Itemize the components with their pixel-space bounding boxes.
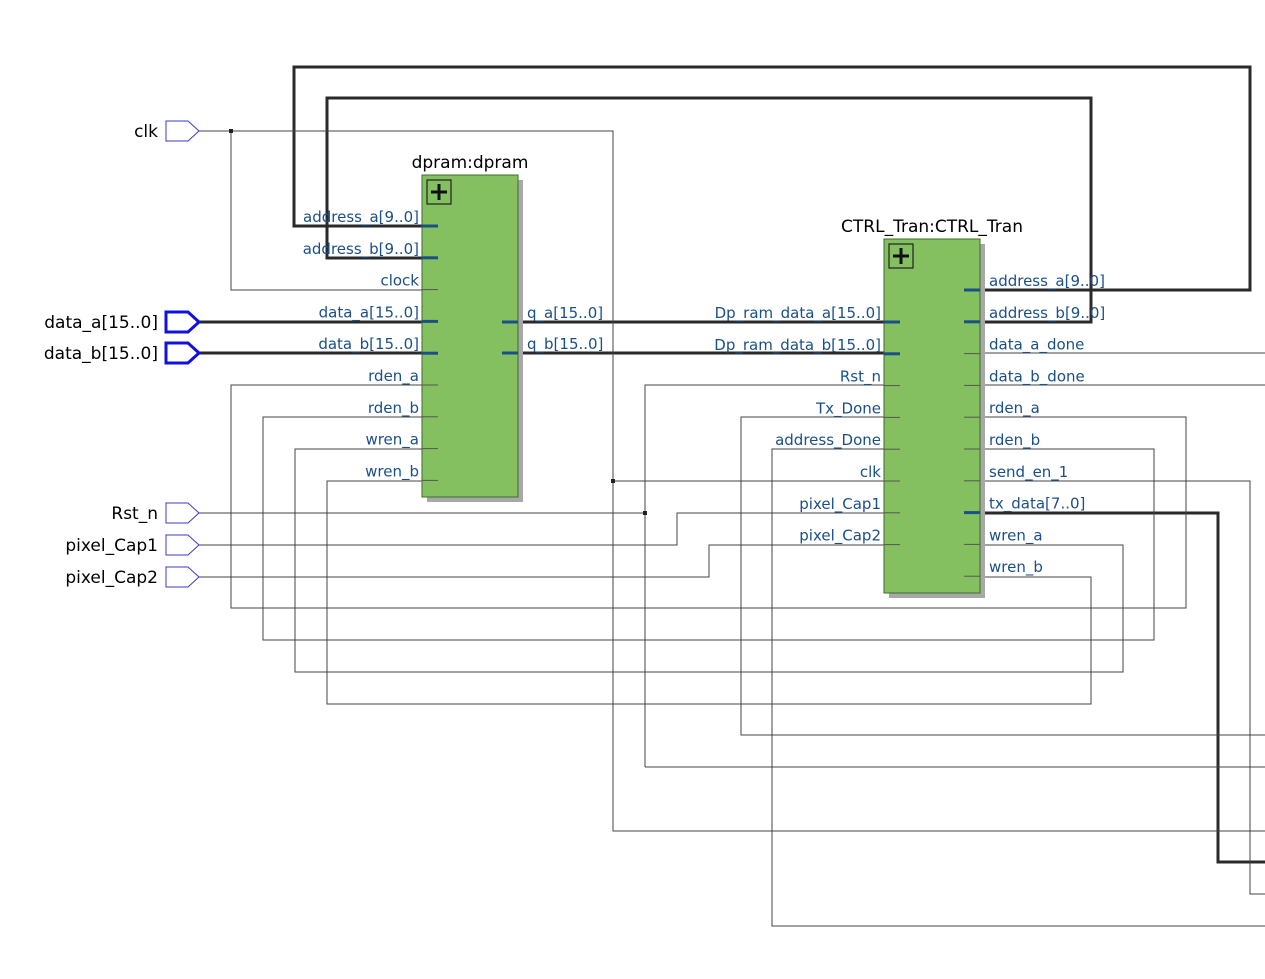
input-port-clk[interactable]: clk (134, 120, 200, 142)
ctrl-pin-address-a: address_a[9..0] (989, 272, 1105, 291)
ctrl-pin-address-done: address_Done (775, 431, 881, 450)
wire-wren-b-loop[interactable] (326, 480, 1092, 705)
dpram-pin-q-b: q_b[15..0] (527, 335, 603, 354)
ctrl-pin-send-en-1: send_en_1 (989, 463, 1068, 482)
wire-clock-dpram[interactable] (230, 131, 437, 291)
port-arrow-icon (165, 502, 200, 524)
wire-wren-a-loop[interactable] (294, 448, 1124, 673)
port-label: Rst_n (111, 504, 158, 524)
ctrl-pin-pixel-cap1: pixel_Cap1 (799, 495, 881, 514)
port-arrow-icon (164, 310, 202, 334)
wire-address-a-loop[interactable] (292, 65, 1252, 292)
ctrl-pin-pixel-cap2: pixel_Cap2 (799, 527, 881, 546)
ctrl-tran-block[interactable]: CTRL_Tran:CTRL_Tran (841, 217, 1023, 598)
junction-dot (643, 511, 647, 515)
plus-box-icon[interactable] (888, 243, 914, 269)
wire-tx-data[interactable] (964, 511, 1265, 864)
dpram-pin-data-b: data_b[15..0] (318, 335, 419, 354)
block-pins: address_a[9..0]address_b[9..0]clockdata_… (303, 208, 1106, 577)
ctrl-pin-tx-data: tx_data[7..0] (989, 495, 1085, 514)
ctrl-pin-address-b: address_b[9..0] (989, 304, 1105, 323)
port-label: data_b[15..0] (44, 344, 158, 364)
plus-box-icon[interactable] (426, 179, 452, 205)
wire-address-done[interactable] (771, 448, 1265, 927)
dpram-pin-clock: clock (380, 272, 419, 290)
ctrl-pin-dp-ram-data-b: Dp_ram_data_b[15..0] (714, 336, 881, 355)
wire-send-en-1[interactable] (964, 480, 1265, 895)
port-label: pixel_Cap2 (65, 568, 158, 588)
ctrl-pin-rst-n: Rst_n (840, 368, 881, 387)
ctrl-pin-rden-b: rden_b (989, 431, 1040, 450)
wire-address-b-loop[interactable] (325, 96, 1093, 324)
ctrl-pin-tx-done: Tx_Done (815, 399, 881, 418)
input-port-pixel-cap1[interactable]: pixel_Cap1 (65, 534, 200, 556)
port-label: clk (134, 122, 158, 142)
dpram-pin-wren-b: wren_b (365, 462, 419, 481)
input-port-pixel-cap2[interactable]: pixel_Cap2 (65, 566, 200, 588)
block-body[interactable] (883, 238, 981, 594)
wire-pixel-cap1[interactable] (198, 512, 899, 546)
input-ports: clk data_a[15..0] data_b[15..0] Rst_n pixel_… (44, 120, 202, 588)
ctrl-pin-rden-a: rden_a (989, 399, 1040, 418)
port-arrow-icon (165, 120, 200, 142)
dpram-pin-address-a: address_a[9..0] (303, 208, 419, 227)
dpram-pin-q-a: q_a[15..0] (527, 304, 603, 323)
wire-rden-a-loop[interactable] (230, 384, 1187, 609)
dpram-block[interactable]: dpram:dpram (412, 153, 529, 502)
dpram-pin-address-b: address_b[9..0] (303, 240, 419, 259)
wires (198, 65, 1265, 927)
junction-dot (229, 129, 233, 133)
ctrl-pin-wren-b: wren_b (989, 558, 1043, 577)
input-port-rst-n[interactable]: Rst_n (111, 502, 200, 524)
port-arrow-icon (164, 341, 202, 365)
wire-rden-b-loop[interactable] (262, 416, 1155, 641)
ctrl-pin-data-a-done: data_a_done (989, 336, 1084, 355)
wire-pixel-cap2[interactable] (198, 544, 899, 578)
port-arrow-icon (165, 534, 200, 556)
junction-dot (611, 479, 615, 483)
input-port-data-a[interactable]: data_a[15..0] (44, 310, 202, 334)
ctrl-pin-data-b-done: data_b_done (989, 367, 1085, 386)
ctrl-pin-dp-ram-data-a: Dp_ram_data_a[15..0] (715, 304, 881, 323)
block-body[interactable] (421, 174, 519, 498)
dpram-pin-rden-a: rden_a (368, 367, 419, 386)
input-port-data-b[interactable]: data_b[15..0] (44, 341, 202, 365)
wire-tx-done[interactable] (740, 416, 1265, 736)
dpram-pin-wren-a: wren_a (365, 431, 419, 450)
dpram-pin-rden-b: rden_b (368, 399, 419, 418)
port-label: pixel_Cap1 (65, 536, 158, 556)
port-label: data_a[15..0] (44, 313, 158, 333)
port-arrow-icon (165, 566, 200, 588)
dpram-pin-data-a: data_a[15..0] (319, 303, 419, 322)
ctrl-pin-clk: clk (860, 463, 881, 481)
block-title: CTRL_Tran:CTRL_Tran (841, 217, 1023, 237)
block-title: dpram:dpram (412, 153, 529, 173)
ctrl-pin-wren-a: wren_a (989, 526, 1043, 545)
